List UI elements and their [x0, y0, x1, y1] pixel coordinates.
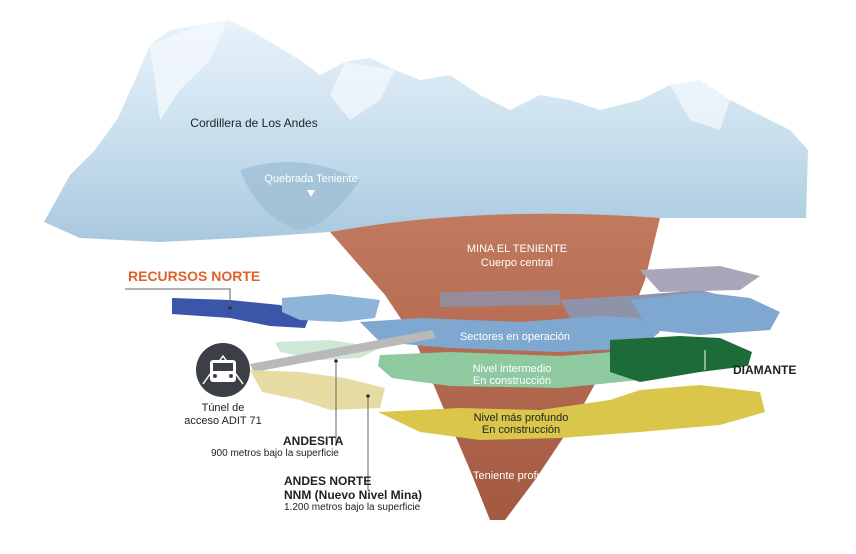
blue-level-right: [630, 292, 780, 335]
sectores-label: Sectores en operación: [459, 331, 571, 343]
gray-level-center: [440, 290, 560, 307]
recursos-norte-block: [172, 298, 310, 328]
andesita-label: ANDESITA: [283, 434, 344, 448]
andes-norte-depth: 1.200 metros bajo la superficie: [284, 502, 421, 513]
tunnel-label: Túnel de: [201, 402, 245, 414]
quebrada-marker: [307, 190, 315, 197]
gray-level-top: [640, 266, 760, 292]
nivel-intermedio-status: En construcción: [472, 375, 552, 387]
tunnel-truck-icon: [196, 343, 250, 397]
nivel-profundo-label: Nivel más profundo: [473, 412, 569, 424]
tunnel-label-2: acceso ADIT 71: [184, 415, 262, 427]
yellow-level-deep: [378, 385, 765, 440]
andes-norte-label: ANDES NORTE: [284, 474, 372, 488]
green-level-intermediate: [378, 350, 660, 388]
mina-subtitle: Cuerpo central: [480, 257, 554, 269]
mina-title: MINA EL TENIENTE: [466, 243, 568, 255]
yellow-level-left: [250, 370, 385, 410]
tunnel-adit71: [250, 330, 436, 372]
recursos-norte-leader: [125, 288, 231, 308]
blue-level-left: [282, 294, 380, 322]
nivel-intermedio-label: Nivel intermedio: [472, 363, 552, 375]
nnm-label: NNM (Nuevo Nivel Mina): [284, 488, 423, 502]
diamante-label: DIAMANTE: [733, 363, 797, 377]
andesita-depth: 900 metros bajo la superficie: [211, 448, 339, 459]
diamante-block: [610, 336, 752, 382]
nivel-profundo-status: En construcción: [481, 424, 561, 436]
cordillera-label: Cordillera de Los Andes: [190, 116, 318, 130]
blue-level-operation: [360, 316, 660, 352]
teniente-profundo-label: Teniente profundo: [472, 470, 562, 482]
mountain-range: [44, 20, 808, 242]
quebrada-label: Quebrada Teniente: [264, 173, 358, 185]
recursos-norte-label: RECURSOS NORTE: [128, 268, 261, 284]
